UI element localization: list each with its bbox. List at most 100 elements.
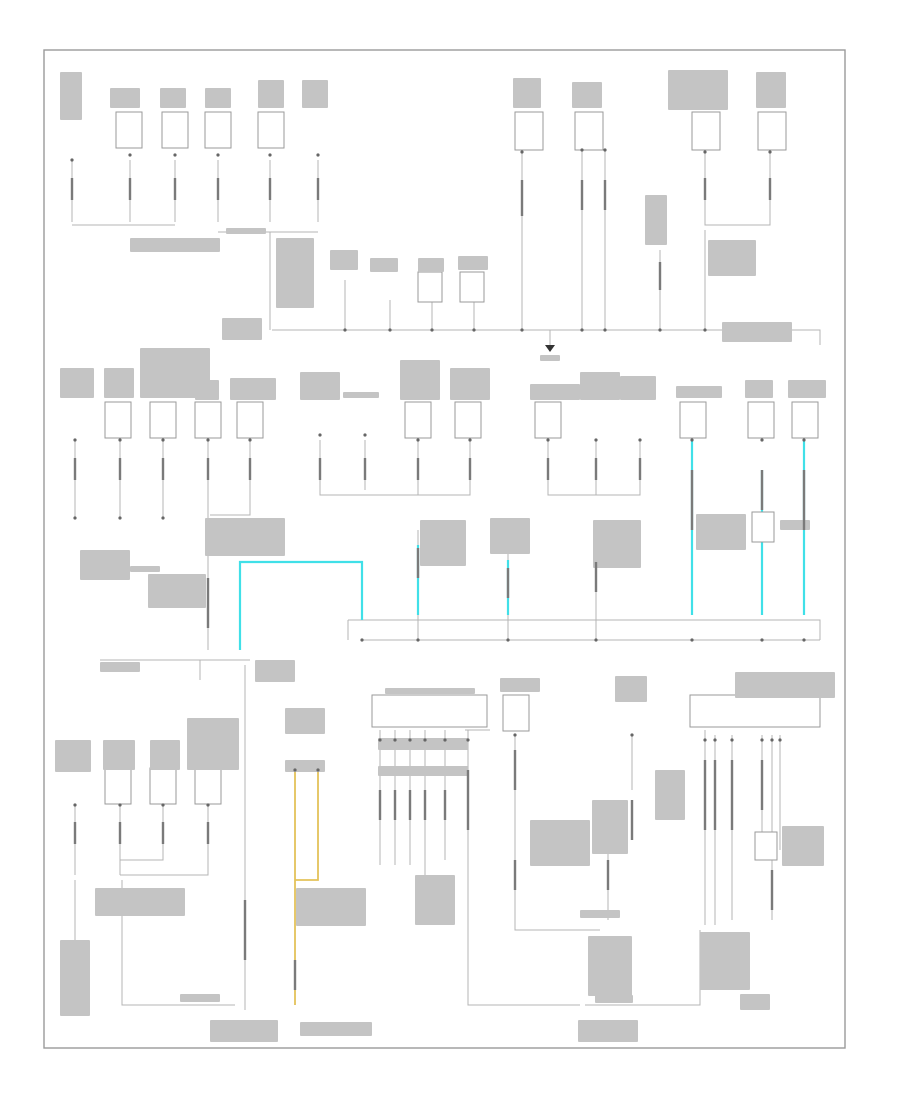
label-text-block bbox=[148, 574, 206, 608]
splice-dot bbox=[703, 738, 707, 742]
wire-segment bbox=[703, 760, 707, 830]
splice-dot bbox=[802, 438, 806, 442]
wire-segment bbox=[206, 822, 210, 844]
wire-segment bbox=[606, 860, 610, 890]
label-text-block bbox=[615, 676, 647, 702]
splice-dot bbox=[118, 438, 122, 442]
splice-dot bbox=[360, 638, 364, 642]
label-text-block bbox=[330, 250, 358, 270]
component-box bbox=[194, 401, 222, 439]
splice-dot bbox=[443, 738, 447, 742]
component-box bbox=[574, 111, 604, 151]
splice-dot bbox=[128, 153, 132, 157]
wire-segment bbox=[206, 578, 210, 628]
label-text-block bbox=[210, 1020, 278, 1042]
wire-segment bbox=[703, 178, 707, 200]
component-box bbox=[679, 401, 707, 439]
label-text-block bbox=[205, 518, 285, 556]
label-text-block bbox=[700, 932, 750, 990]
splice-dot bbox=[760, 438, 764, 442]
wire-segment bbox=[316, 178, 320, 200]
component-box bbox=[417, 271, 443, 303]
component-box bbox=[514, 111, 544, 151]
splice-dot bbox=[466, 738, 470, 742]
splice-dot bbox=[268, 153, 272, 157]
label-text-block bbox=[378, 766, 468, 776]
component-box bbox=[454, 401, 482, 439]
label-text-block bbox=[222, 318, 262, 340]
component-box bbox=[115, 111, 143, 149]
wire-segment bbox=[363, 458, 367, 480]
label-text-block bbox=[187, 718, 239, 770]
wire-segment bbox=[70, 178, 74, 200]
component-box bbox=[149, 767, 177, 805]
wire-segment bbox=[658, 262, 662, 290]
splice-dot bbox=[468, 438, 472, 442]
label-text-block bbox=[385, 688, 475, 694]
wire-segment bbox=[248, 458, 252, 480]
label-text-block bbox=[450, 368, 490, 400]
label-text-block bbox=[130, 566, 160, 572]
label-text-block bbox=[103, 740, 135, 770]
component-box bbox=[691, 111, 721, 151]
splice-dot bbox=[513, 733, 517, 737]
label-text-block bbox=[572, 82, 602, 108]
label-text-block bbox=[80, 550, 130, 580]
splice-dot bbox=[630, 733, 634, 737]
splice-dot bbox=[506, 638, 510, 642]
splice-dot bbox=[73, 803, 77, 807]
wire-segment bbox=[768, 178, 772, 200]
splice-dot bbox=[216, 153, 220, 157]
wire-segment bbox=[594, 458, 598, 480]
wire-segment bbox=[506, 568, 510, 598]
label-text-block bbox=[513, 78, 541, 108]
wire-segment bbox=[630, 800, 634, 840]
label-text-block bbox=[195, 380, 219, 400]
label-text-block bbox=[160, 88, 186, 108]
label-text-block bbox=[104, 368, 134, 398]
wire-segment bbox=[73, 458, 77, 480]
wire-segment bbox=[546, 458, 550, 480]
label-text-block bbox=[255, 660, 295, 682]
splice-dot bbox=[118, 803, 122, 807]
wire-segment bbox=[243, 900, 247, 960]
wire-segment bbox=[118, 822, 122, 844]
components bbox=[104, 111, 821, 861]
wire-segment bbox=[393, 790, 397, 820]
ground-symbol bbox=[545, 345, 555, 352]
splice-dot bbox=[730, 738, 734, 742]
wire-segment bbox=[416, 548, 420, 578]
label-text-block bbox=[540, 355, 560, 361]
wire-segment bbox=[513, 750, 517, 790]
wire-segment bbox=[268, 178, 272, 200]
label-text-block bbox=[745, 380, 773, 398]
splice-dot bbox=[520, 328, 524, 332]
label-text-block bbox=[370, 258, 398, 272]
label-text-block bbox=[696, 514, 746, 550]
wire-segment bbox=[730, 760, 734, 830]
splice-dot bbox=[206, 438, 210, 442]
label-text-block bbox=[645, 195, 667, 245]
splice-dot bbox=[770, 738, 774, 742]
label-text-block bbox=[708, 240, 756, 276]
wire-segment bbox=[443, 790, 447, 820]
wire-segment bbox=[466, 770, 470, 830]
label-text-block bbox=[226, 228, 266, 234]
label-text-block bbox=[756, 72, 786, 108]
splice-dot bbox=[206, 803, 210, 807]
splice-dot bbox=[248, 438, 252, 442]
splice-dot bbox=[703, 150, 707, 154]
label-text-block bbox=[100, 662, 140, 672]
label-text-block bbox=[722, 322, 792, 342]
label-text-block bbox=[230, 378, 276, 400]
splice-dot bbox=[73, 438, 77, 442]
label-text-block bbox=[580, 372, 620, 400]
label-text-block bbox=[140, 348, 210, 398]
component-box bbox=[791, 401, 819, 439]
splice-dot bbox=[546, 438, 550, 442]
splice-dot bbox=[603, 328, 607, 332]
component-box bbox=[534, 401, 562, 439]
label-text-block bbox=[302, 80, 328, 108]
splice-dot bbox=[690, 438, 694, 442]
splice-dot bbox=[416, 438, 420, 442]
